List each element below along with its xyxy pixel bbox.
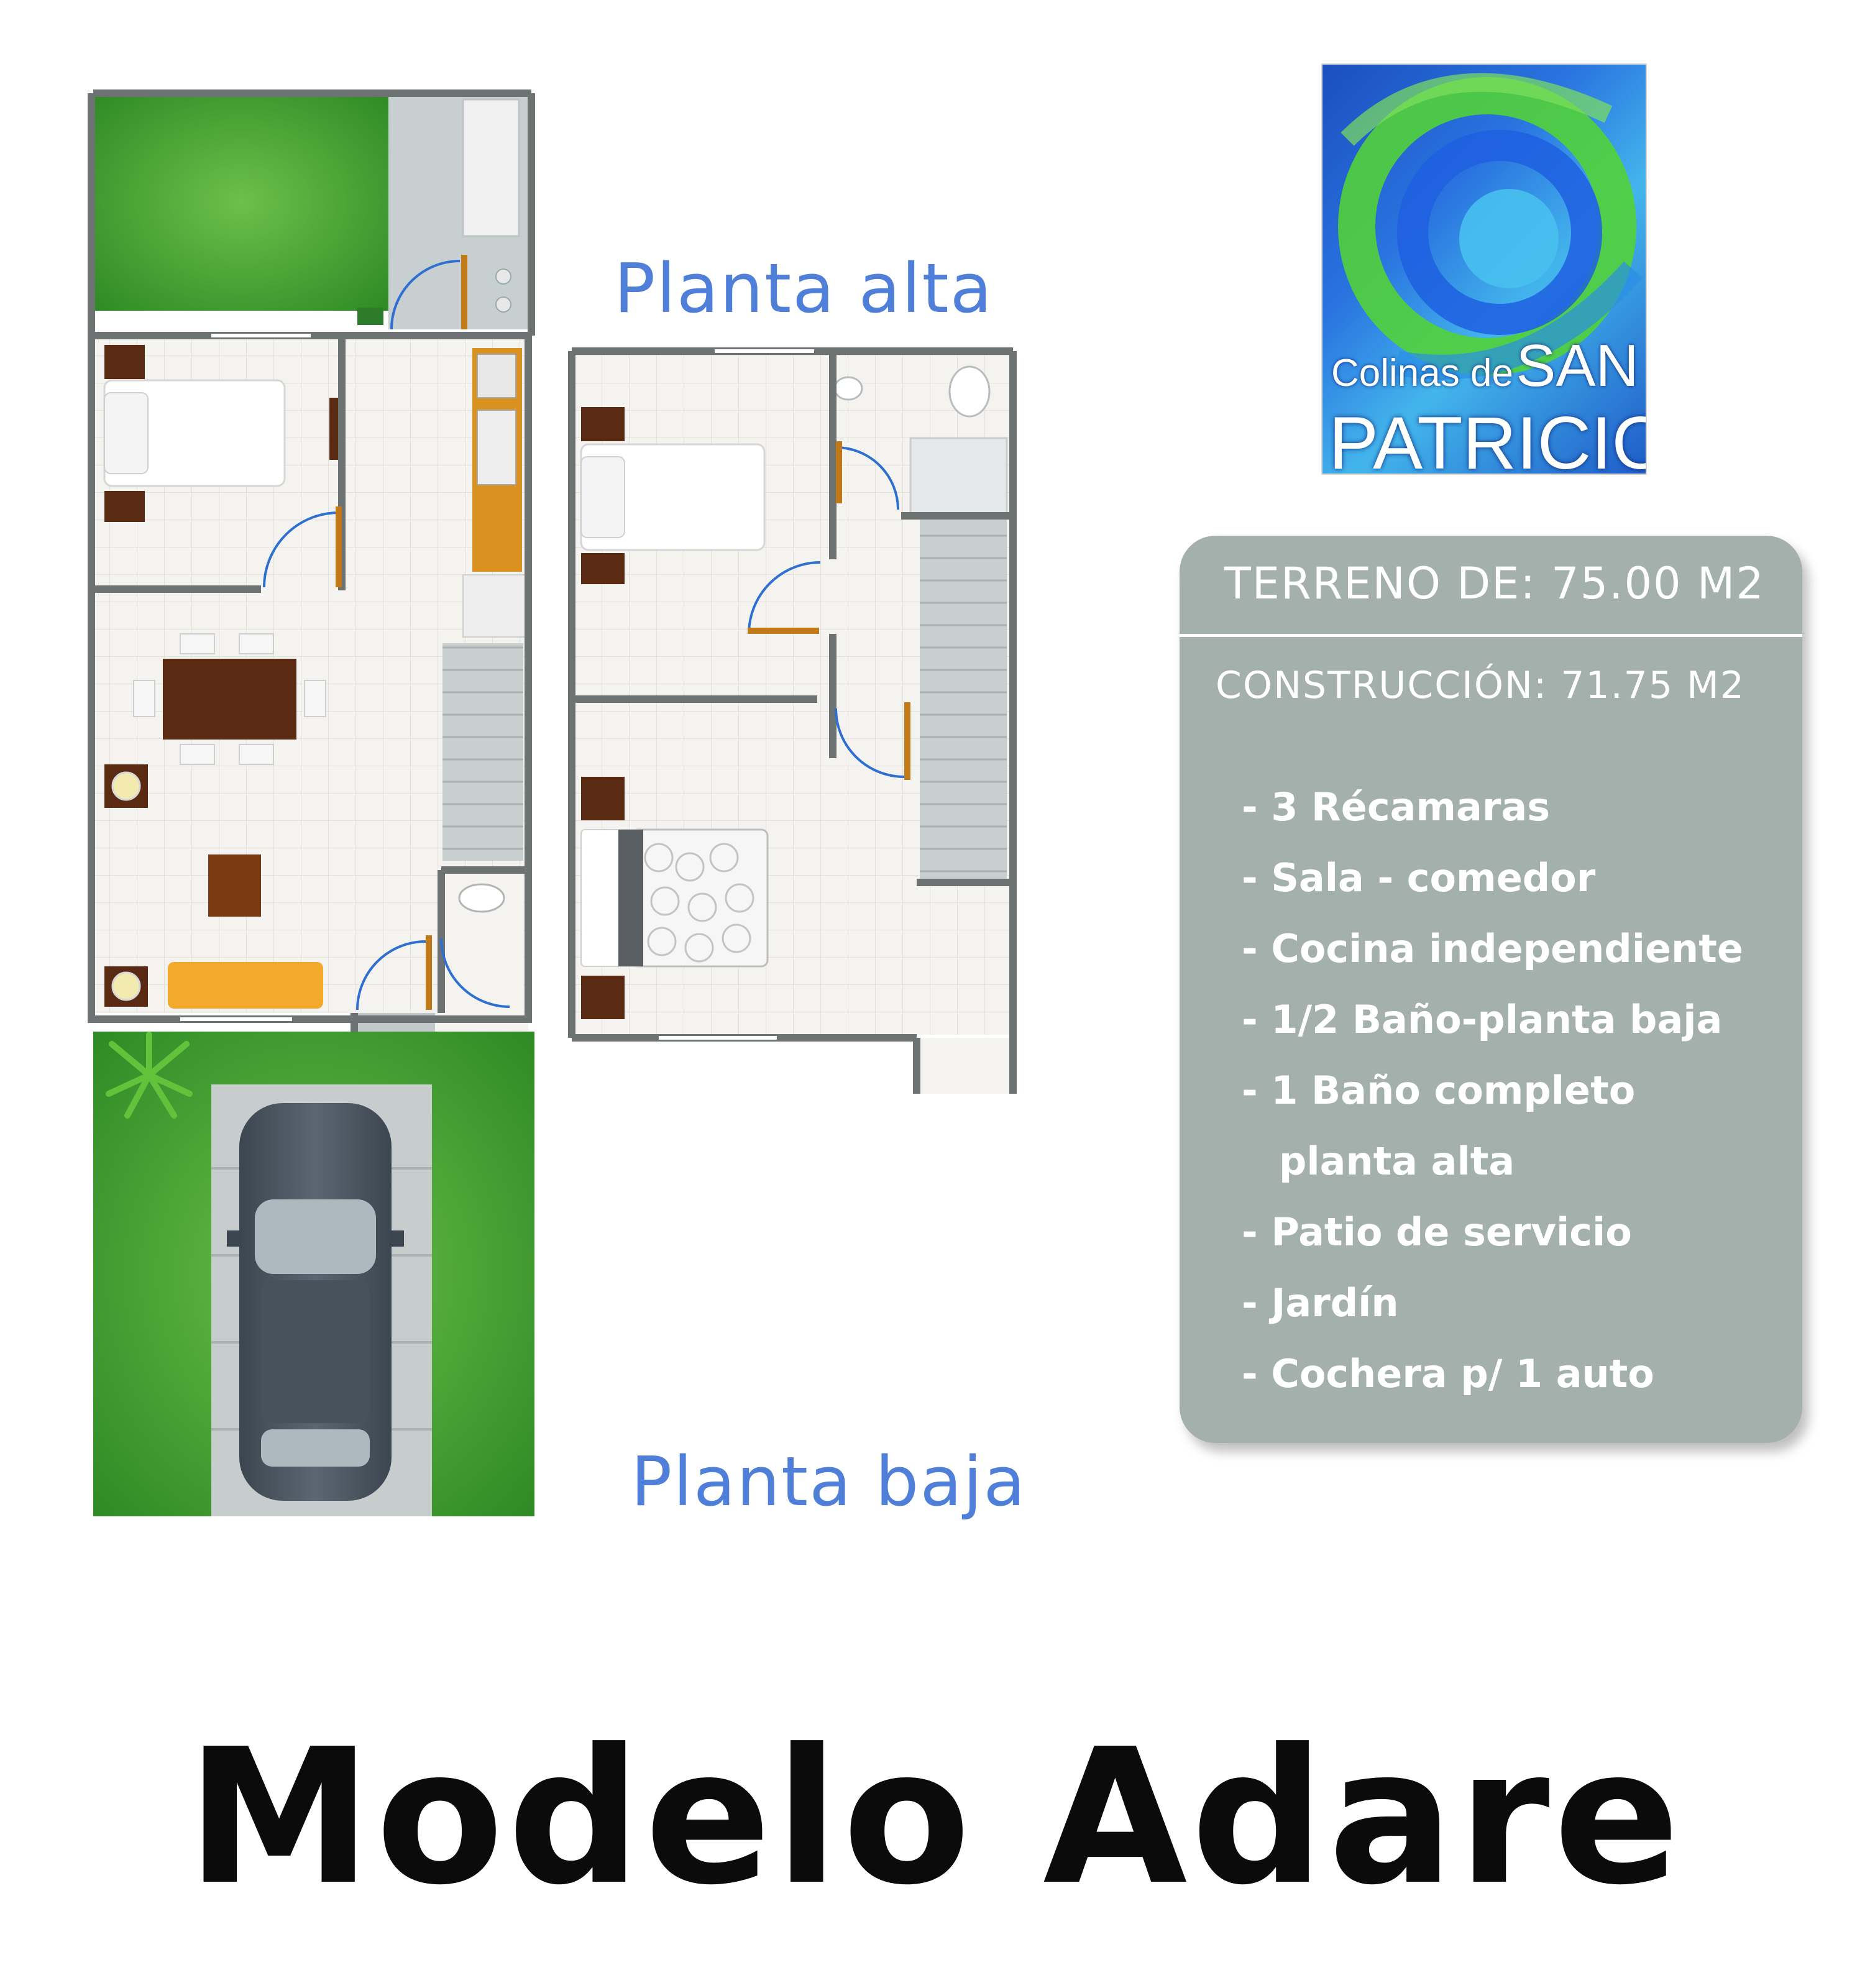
car xyxy=(227,1103,404,1501)
feature-item: - 1/2 Baño-planta baja xyxy=(1242,997,1723,1042)
feature-item: - Jardín xyxy=(1242,1280,1399,1326)
swirl-graphic xyxy=(1338,73,1643,380)
back-garden xyxy=(93,93,388,311)
upper-stairs xyxy=(920,519,1007,886)
info-panel: TERRENO DE: 75.00 M2 CONSTRUCCIÓN: 71.75… xyxy=(1180,536,1802,1443)
info-panel-header: TERRENO DE: 75.00 M2 xyxy=(1180,536,1802,637)
feature-item: - Sala - comedor xyxy=(1242,855,1596,900)
logo-text-san: SAN xyxy=(1516,332,1639,399)
palm-plant xyxy=(106,1032,193,1119)
feature-item: - Patio de servicio xyxy=(1242,1209,1632,1255)
lot-size: TERRENO DE: 75.00 M2 xyxy=(1224,558,1765,609)
colinas-san-patricio-logo: Colinas de SAN PATRICIO xyxy=(1322,65,1646,474)
feature-item: - Cochera p/ 1 auto xyxy=(1242,1351,1654,1396)
feature-list: - 3 Récamaras - Sala - comedor - Cocina … xyxy=(1242,772,1743,1409)
ground-stairs xyxy=(442,643,523,861)
ground-floor-label: Planta baja xyxy=(631,1442,1027,1521)
feature-item: - 1 Baño completo xyxy=(1242,1068,1636,1113)
model-title: Modelo Adare xyxy=(186,1709,1684,1926)
upper-floor-plan xyxy=(568,347,1017,1094)
feature-item-continuation: planta alta xyxy=(1279,1138,1515,1184)
feature-item: - Cocina independiente xyxy=(1242,926,1743,971)
sofa xyxy=(168,962,323,1009)
logo-text-colinas: Colinas de xyxy=(1331,352,1513,395)
dining-table xyxy=(163,659,296,740)
ground-floor-plan xyxy=(88,89,535,1516)
construction-size: CONSTRUCCIÓN: 71.75 M2 xyxy=(1216,664,1746,707)
logo-text-line1: Colinas de SAN xyxy=(1331,332,1642,400)
upper-floor-label: Planta alta xyxy=(614,249,994,328)
logo-text-patricio: PATRICIO xyxy=(1329,401,1646,474)
feature-item: - 3 Récamaras xyxy=(1242,784,1551,830)
